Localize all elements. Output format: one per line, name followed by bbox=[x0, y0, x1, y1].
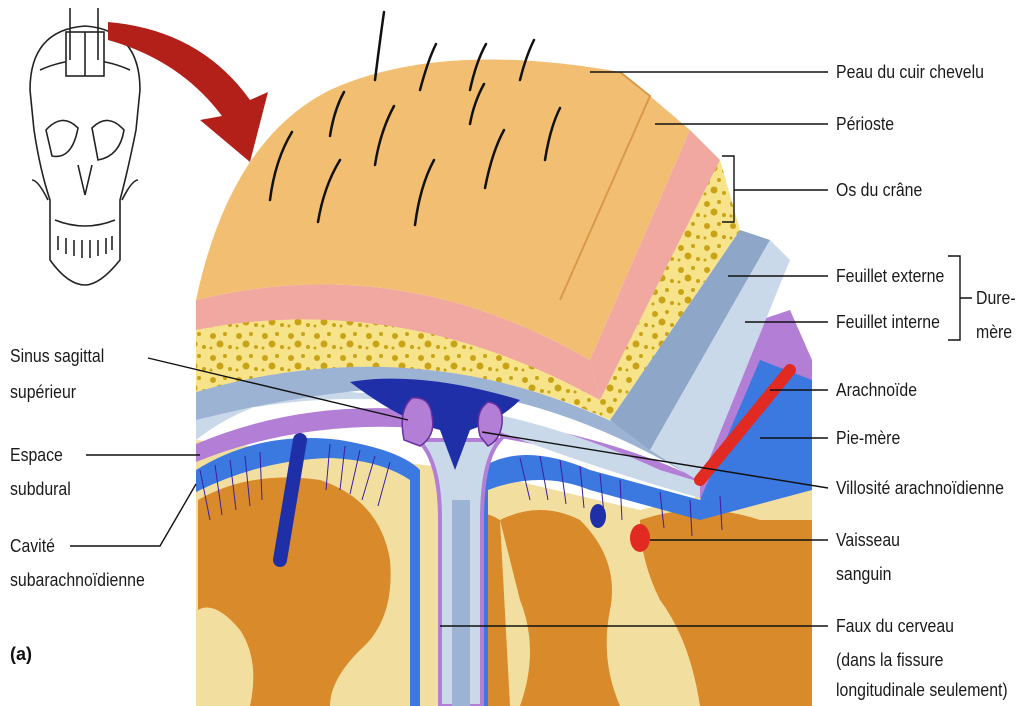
panel-label: (a) bbox=[10, 644, 32, 665]
label-pia-mater: Pie-mère bbox=[836, 427, 900, 449]
label-subdural-1: Espace bbox=[10, 444, 63, 466]
label-sinus-2: supérieur bbox=[10, 381, 76, 403]
label-dura-mater-1: Dure- bbox=[976, 287, 1016, 309]
label-falx-3: longitudinale seulement) bbox=[836, 679, 1008, 701]
label-arachnoid-villus: Villosité arachnoïdienne bbox=[836, 477, 1004, 499]
label-vessel-1: Vaisseau bbox=[836, 529, 900, 551]
skull-icon bbox=[30, 8, 140, 285]
label-arachnoid: Arachnoïde bbox=[836, 379, 917, 401]
label-falx-2: (dans la fissure bbox=[836, 649, 943, 671]
label-outer-dura: Feuillet externe bbox=[836, 265, 944, 287]
label-scalp: Peau du cuir chevelu bbox=[836, 61, 984, 83]
label-dura-mater-2: mère bbox=[976, 321, 1012, 343]
label-falx-1: Faux du cerveau bbox=[836, 615, 954, 637]
label-subarachnoid-1: Cavité bbox=[10, 535, 55, 557]
label-sinus-1: Sinus sagittal bbox=[10, 345, 104, 367]
label-subarachnoid-2: subarachnoïdienne bbox=[10, 569, 145, 591]
label-vessel-2: sanguin bbox=[836, 563, 891, 585]
label-subdural-2: subdural bbox=[10, 478, 71, 500]
label-periosteum: Périoste bbox=[836, 113, 894, 135]
label-inner-dura: Feuillet interne bbox=[836, 311, 940, 333]
label-skull-bone: Os du crâne bbox=[836, 179, 922, 201]
